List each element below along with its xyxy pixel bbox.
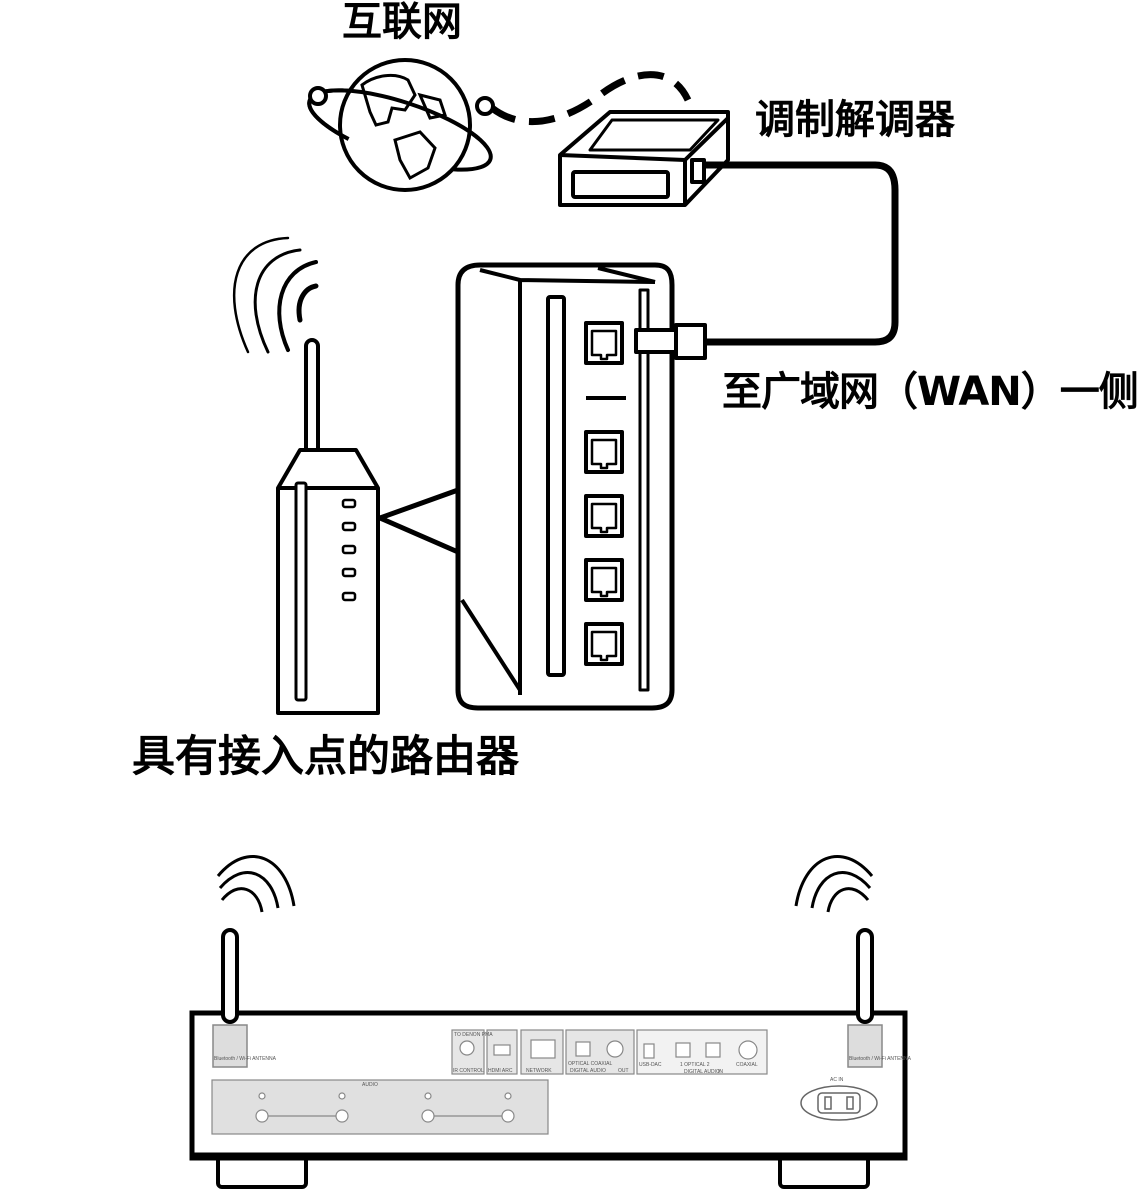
panel-text-ac-in: AC IN (830, 1077, 844, 1083)
panel-text-digital-audio-in: DIGITAL AUDIO (684, 1069, 720, 1075)
left-antenna-icon (212, 855, 296, 1068)
panel-text-digital-audio-out: DIGITAL AUDIO (570, 1068, 606, 1074)
audio-device-rear-panel: Bluetooth / Wi-Fi ANTENNA Bluetooth / Wi… (189, 855, 912, 1189)
panel-text-to-denon: TO DENON PMA (454, 1032, 493, 1038)
wan-cable (705, 161, 899, 346)
panel-text-optical-coaxial-out: OPTICAL COAXIAL (568, 1061, 612, 1067)
right-antenna-icon (794, 855, 883, 1068)
panel-text-in-badge: IN (718, 1069, 723, 1075)
wan-plug-icon (634, 323, 707, 360)
wan-side-label: 至广域网（WAN）一侧 (722, 369, 1139, 415)
panel-text-network: NETWORK (526, 1068, 552, 1074)
router-wifi-icon (232, 236, 319, 354)
panel-text-out-badge: OUT (618, 1068, 629, 1074)
router-zoom-callout (377, 262, 675, 711)
panel-text-optical-in: 1 OPTICAL 2 (680, 1062, 710, 1068)
panel-text-bt-right: Bluetooth / Wi-Fi ANTENNA (849, 1056, 912, 1062)
globe-icon (307, 58, 495, 192)
panel-text-coaxial-in: COAXIAL (736, 1062, 758, 1068)
panel-text-usb-dac: USB-DAC (639, 1062, 662, 1068)
panel-text-audio: AUDIO (362, 1082, 378, 1088)
panel-text-bt-left: Bluetooth / Wi-Fi ANTENNA (214, 1056, 277, 1062)
panel-text-hdmi-arc: HDMI ARC (488, 1068, 513, 1074)
modem-label: 调制解调器 (755, 97, 955, 143)
ac-inlet-icon (800, 1085, 878, 1121)
router-label: 具有接入点的路由器 (132, 732, 519, 782)
internet-label: 互联网 (342, 0, 462, 45)
modem-icon (558, 110, 730, 207)
router-icon (276, 338, 380, 715)
panel-text-ir-control: IR CONTROL (453, 1068, 484, 1074)
